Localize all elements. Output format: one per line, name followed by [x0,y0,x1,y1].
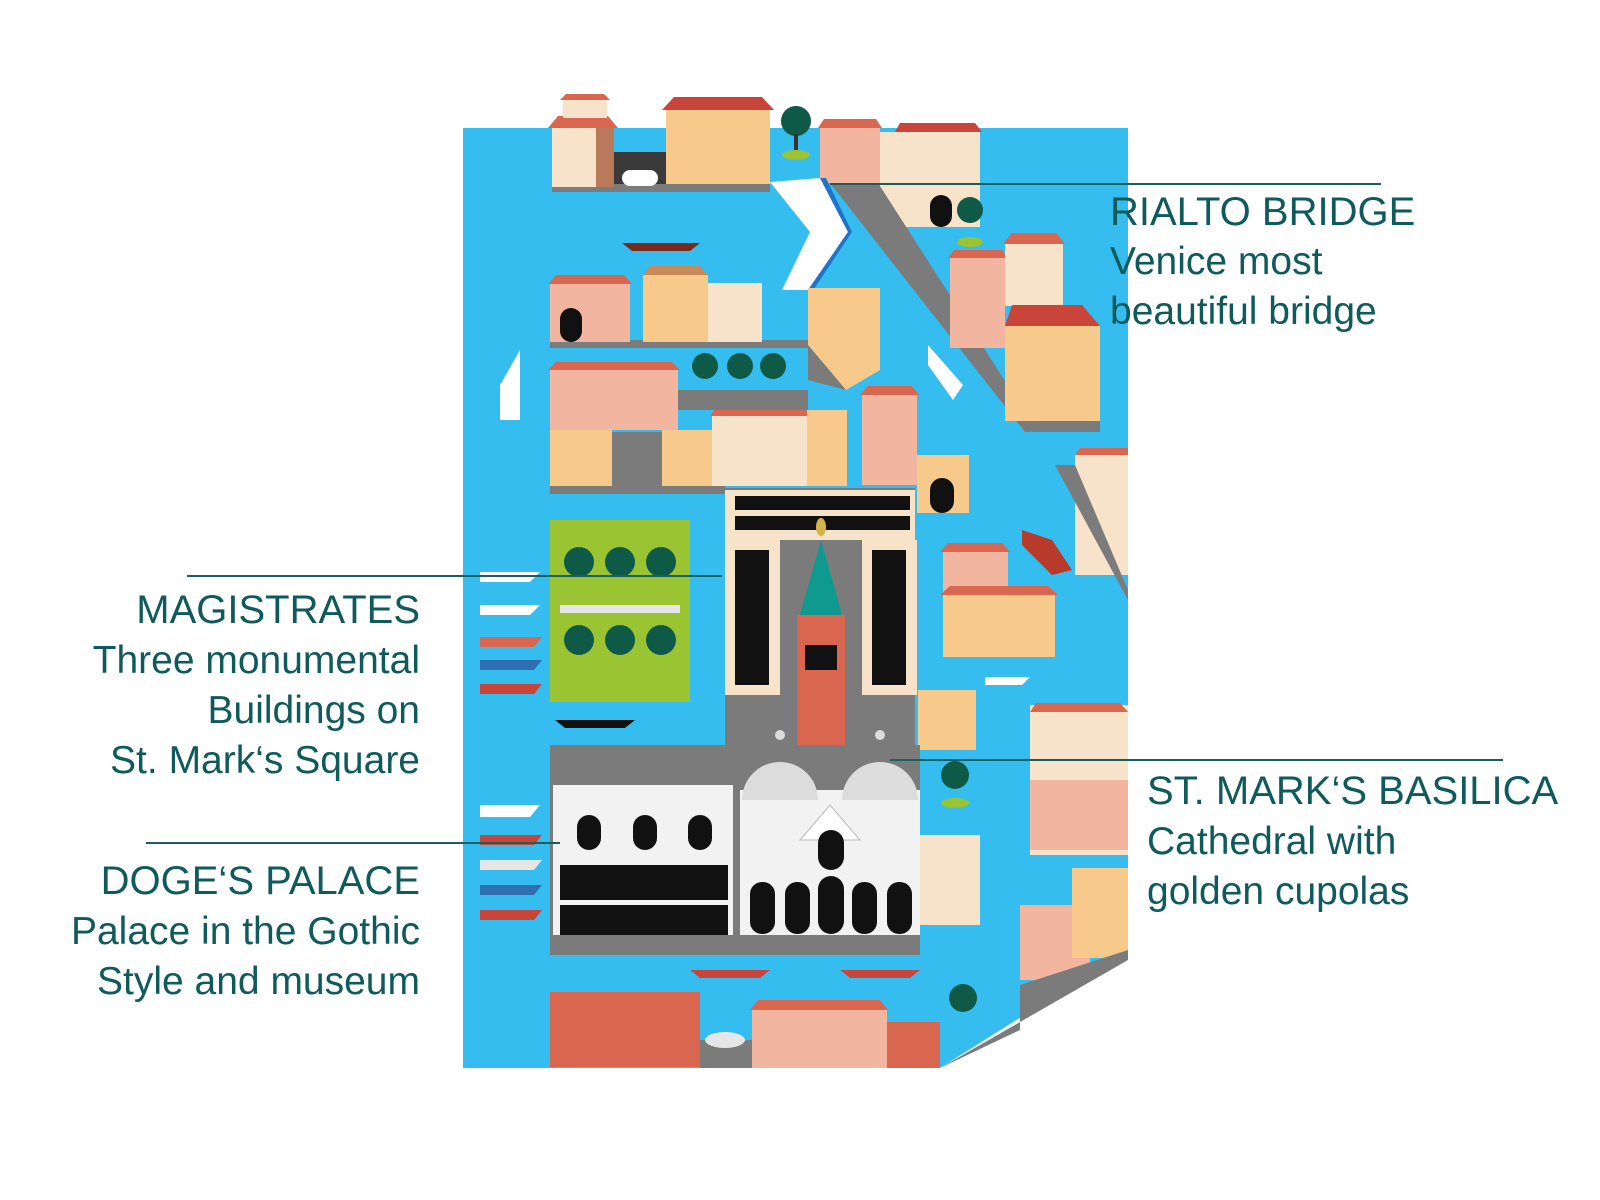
east-buildings [948,197,1128,600]
north-buildings [548,94,982,227]
magistrates-title: MAGISTRATES [136,588,420,632]
doges-palace [553,785,733,935]
basilica-desc-line: Cathedral with [1147,820,1396,863]
south-buildings [550,950,1128,1068]
magistrates-desc-line: St. Mark‘s Square [110,739,420,782]
basilica-title: ST. MARK‘S BASILICA [1147,769,1559,813]
basilica-desc-line: golden cupolas [1147,870,1409,913]
st-marks-basilica [740,730,920,935]
magistrates-desc-line: Buildings on [208,689,420,732]
rialto-label: RIALTO BRIDGE Venice most beautiful brid… [1110,190,1415,333]
rialto-bridge [770,178,852,292]
rialto-desc-line: beautiful bridge [1110,290,1377,333]
east-embankment [830,183,1100,432]
royal-gardens [550,520,690,702]
square-east-buildings [918,543,1128,980]
st-marks-square [725,488,917,795]
doges-palace-desc-line: Style and museum [97,960,420,1003]
doges-palace-desc-line: Palace in the Gothic [71,910,420,953]
boats [480,243,1072,978]
basilica-label: ST. MARK‘S BASILICA Cathedral with golde… [1147,769,1559,913]
magistrates-desc-line: Three monumental [93,639,420,682]
doges-palace-label: DOGE‘S PALACE Palace in the Gothic Style… [71,859,420,1003]
magistrates-label: MAGISTRATES Three monumental Buildings o… [93,588,420,782]
west-buildings [548,266,969,513]
doges-palace-title: DOGE‘S PALACE [101,859,420,903]
rialto-title: RIALTO BRIDGE [1110,190,1415,234]
rialto-desc-line: Venice most [1110,240,1323,283]
